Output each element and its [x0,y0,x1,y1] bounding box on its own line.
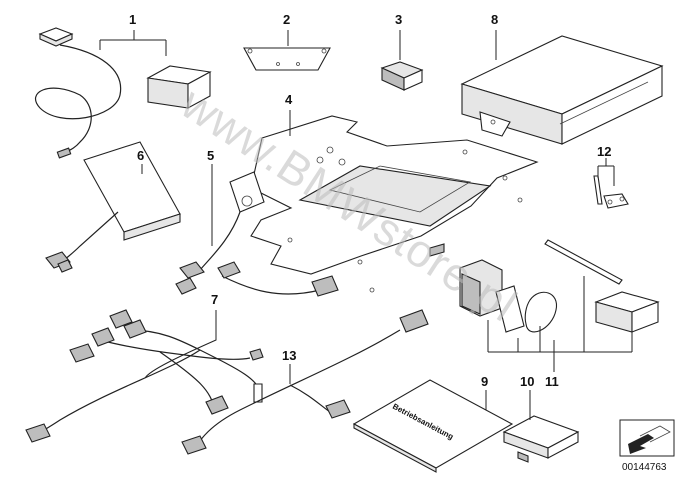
callout-12: 12 [597,144,611,159]
part-1-antenna [34,27,122,159]
callout-3: 3 [395,12,402,27]
diagram-id: 00144763 [622,462,667,473]
callout-13: 13 [282,348,296,363]
part-6-antenna-module [45,141,181,273]
callout-10: 10 [520,374,534,389]
part-2-bracket [243,47,331,71]
callout-2: 2 [283,12,290,27]
part-1-box [146,65,212,109]
callout-9: 9 [481,374,488,389]
part-11-components [459,239,660,333]
part-5-mirror-antenna [175,171,265,295]
callout-6: 6 [137,148,144,163]
part-4-frame [250,115,539,293]
page-arrow-icon [628,434,654,454]
callout-11: 11 [545,374,559,389]
callout-1: 1 [129,12,136,27]
callout-5: 5 [207,148,214,163]
part-8-control-unit [460,35,664,145]
part-7-harness [25,261,339,443]
diagram-id-box: 00144763 [619,419,675,473]
part-9-booklet: Betriebsanleitung [352,379,514,473]
callout-4: 4 [285,92,293,107]
leader-lines [99,30,633,420]
part-10-module [502,415,580,463]
part-12-clips [593,175,629,209]
callout-7: 7 [211,292,218,307]
part-13-cable [181,309,429,455]
part-3-connector [380,61,424,91]
callout-8: 8 [491,12,498,27]
